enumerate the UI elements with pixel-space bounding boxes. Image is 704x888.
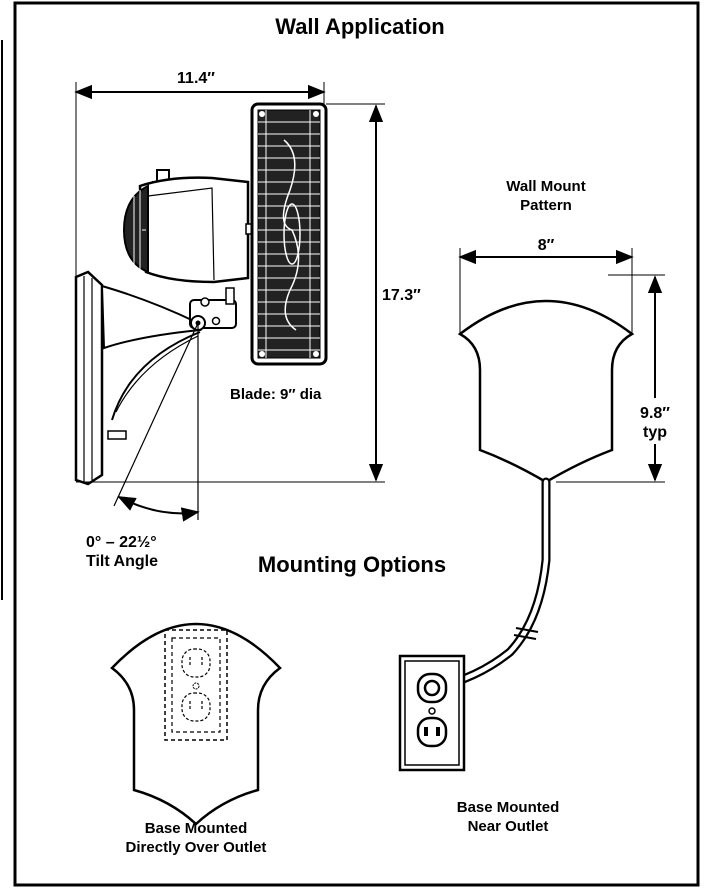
- blade-label: Blade: 9″ dia: [230, 386, 322, 403]
- fan-width-label: 11.4″: [177, 70, 215, 87]
- mounting-options-heading: Mounting Options: [258, 552, 446, 577]
- cord-break-mark-2: [513, 634, 537, 640]
- hidden-outlet-plate: [171, 637, 221, 733]
- fan-height-label: 17.3″: [382, 287, 421, 304]
- pattern-height-label-bg: [634, 398, 676, 444]
- hidden-receptacle-bottom: [181, 692, 211, 722]
- option-a-caption-line2: Directly Over Outlet: [126, 839, 267, 856]
- wall-outlet-plate-inner: [404, 660, 460, 766]
- hidden-outlet-screw: [192, 682, 200, 690]
- diagram-frame: [13, 1, 700, 887]
- pattern-width-label: 8″: [538, 237, 555, 254]
- tilt-arc: [117, 496, 200, 522]
- hidden-receptacle-top: [181, 648, 211, 678]
- base-over-outlet-plate: [110, 622, 282, 826]
- hidden-outlet-box: [164, 629, 228, 741]
- wall-mount-label-line1: Wall Mount: [506, 178, 585, 195]
- pattern-height-typ-label: typ: [643, 424, 667, 441]
- option-a-caption-line1: Base Mounted: [145, 820, 248, 837]
- tilt-angled-line: [113, 322, 199, 507]
- plugged-receptacle: [416, 672, 448, 704]
- page-title: Wall Application: [275, 14, 444, 39]
- tilt-angle-value: 0° – 22½°: [86, 534, 157, 551]
- fan-side-view: [74, 102, 328, 486]
- option-b-caption-line1: Base Mounted: [457, 799, 560, 816]
- wall-mount-plate-shape: [457, 299, 635, 484]
- cord-break-mark-1: [515, 627, 539, 633]
- wall-mount-label-line2: Pattern: [520, 197, 572, 214]
- pattern-height-label: 9.8″: [640, 405, 670, 422]
- open-receptacle: [416, 716, 448, 748]
- option-b-caption-line2: Near Outlet: [468, 818, 549, 835]
- wall-outlet-screw: [428, 707, 436, 715]
- tilt-angle-label: Tilt Angle: [86, 553, 158, 570]
